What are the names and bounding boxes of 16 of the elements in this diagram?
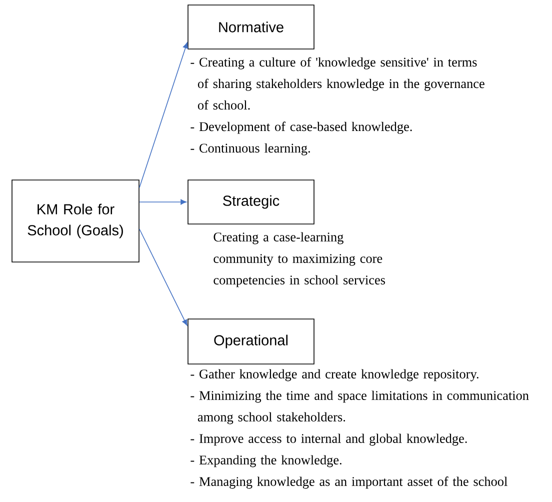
label-box: Normative	[188, 4, 314, 50]
list-item: - Development of case-based knowledge.	[190, 122, 412, 134]
list-item: - Creating a culture of 'knowledge sensitive' in terms of sharing stakeholders knowledge in the governance of school.	[190, 57, 484, 110]
label-box: Operational	[188, 318, 314, 364]
label-box: Strategic	[188, 180, 314, 224]
description-text: Creating a case-learning community to maximizing core competencies in school services	[214, 232, 385, 288]
list-item: - Continuous learning.	[190, 143, 310, 156]
label-box: KM Role for School (Goals)	[12, 180, 140, 262]
arrow	[139, 228, 188, 326]
list-item: - Gather knowledge and create knowledge repository.	[190, 369, 478, 382]
arrow	[139, 199, 187, 205]
arrow	[139, 42, 188, 188]
list-item: - Managing knowledge as an important asset of the school	[190, 476, 508, 489]
list-item: - Expanding the knowledge.	[190, 455, 342, 468]
list-item: - Improve access to internal and global knowledge.	[190, 434, 467, 446]
list-item: - Minimizing the time and space limitations in communication among school stakeholders.	[190, 390, 529, 424]
